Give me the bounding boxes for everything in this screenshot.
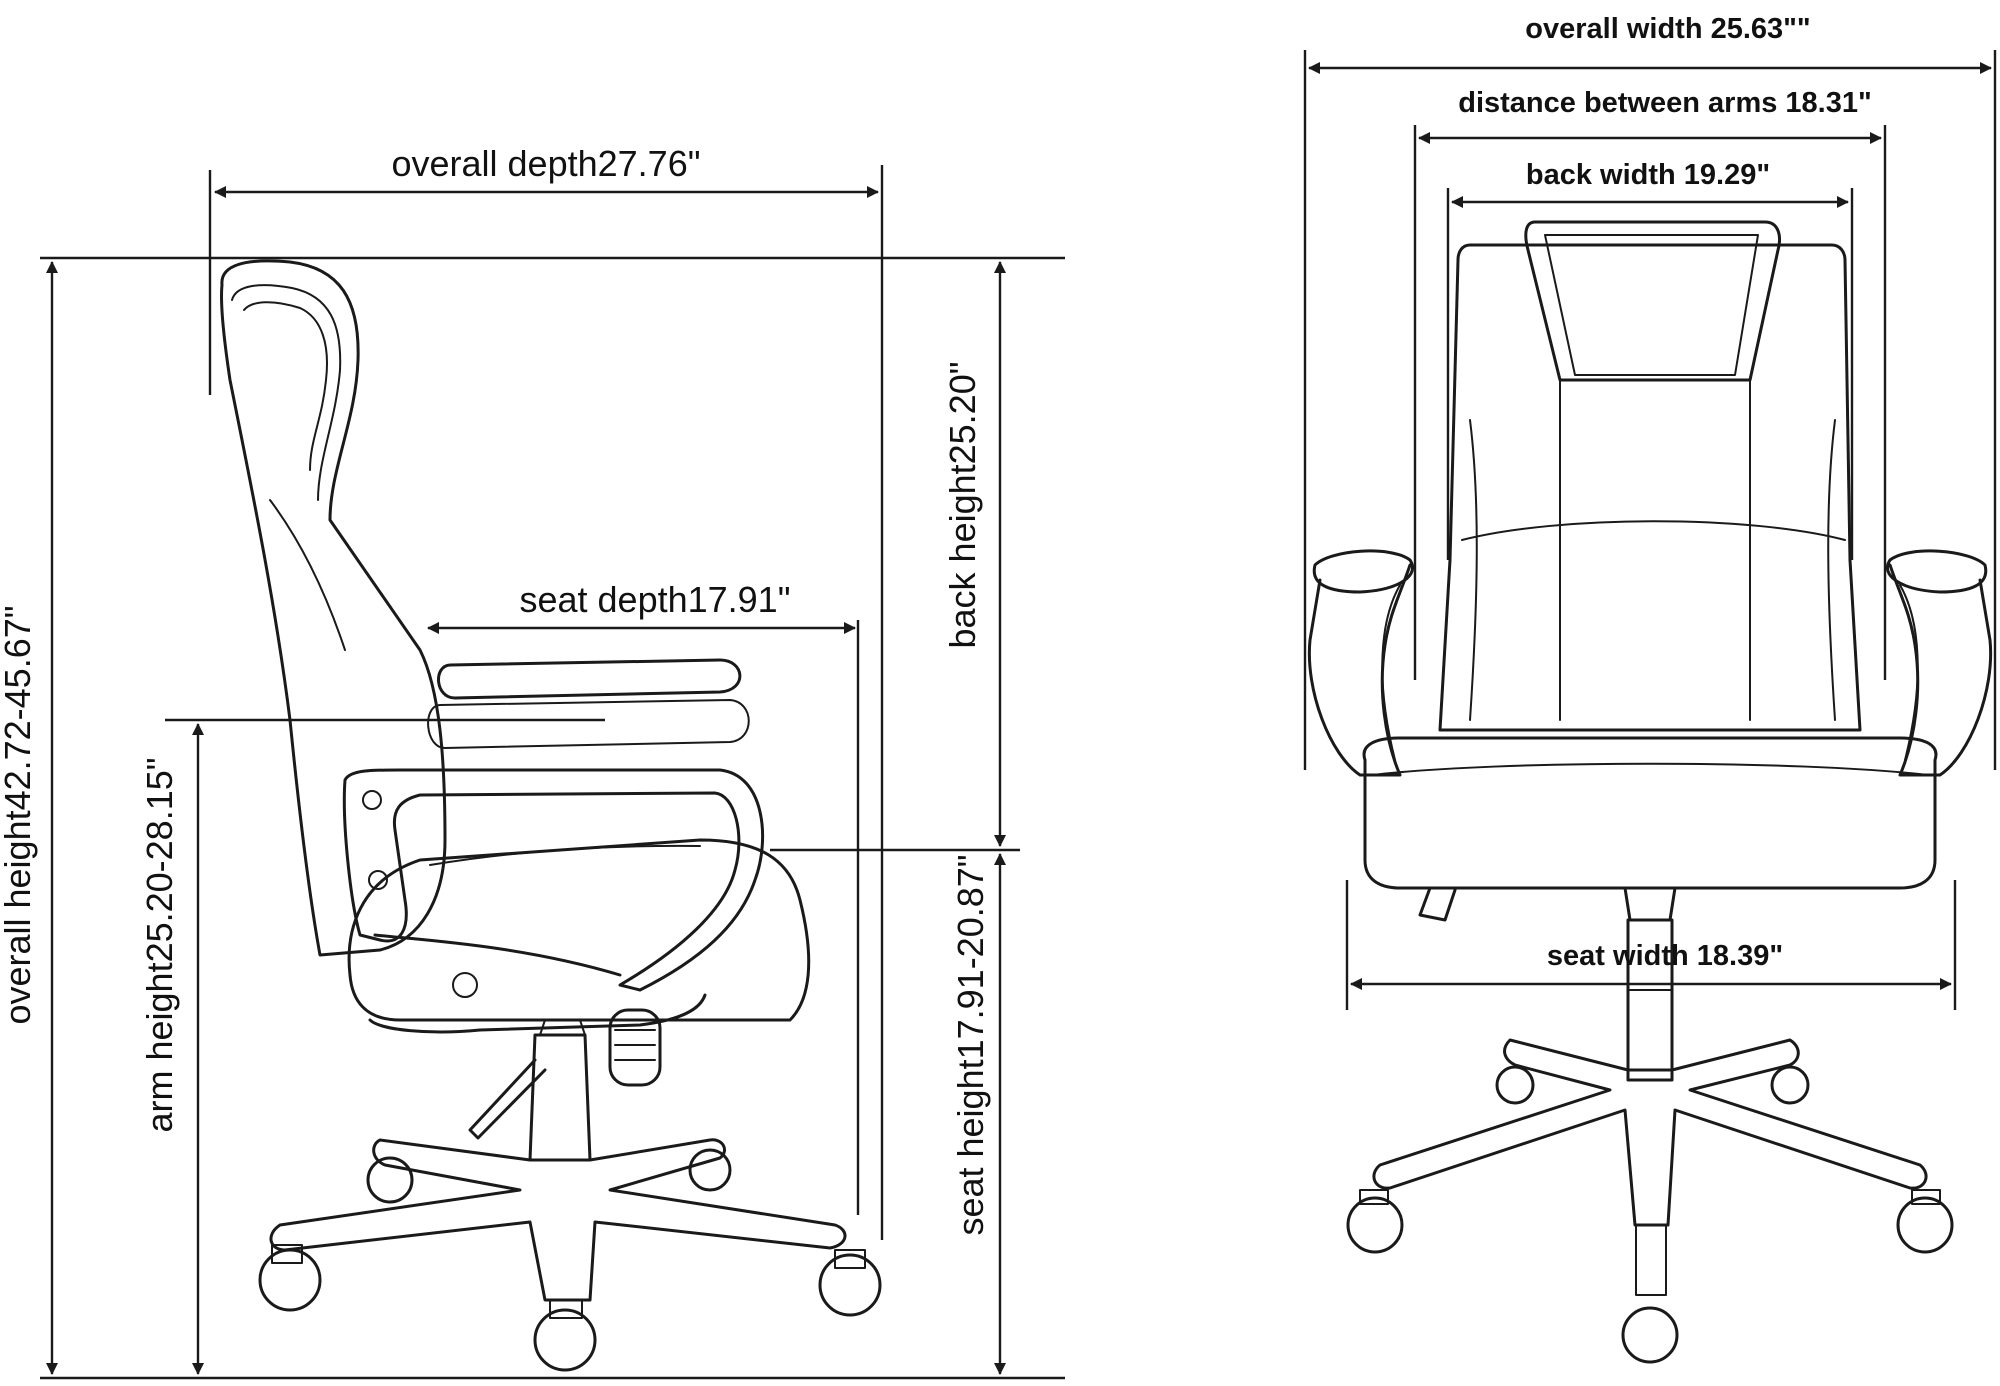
front-star-base — [1372, 1038, 1928, 1227]
side-tension-knob — [608, 1008, 662, 1087]
side-gas-cylinder-top — [539, 1019, 586, 1036]
side-height-lever — [468, 1058, 547, 1140]
front-headrest-inner — [1544, 234, 1759, 376]
side-mechanism-knob — [452, 972, 478, 998]
arm-height-label: arm height25.20-28.15" — [139, 757, 180, 1132]
front-gas-cylinder — [1626, 918, 1674, 1082]
seat-depth-label: seat depth17.91" — [519, 579, 790, 620]
side-gas-cylinder — [528, 1033, 592, 1162]
side-star-base — [269, 1138, 847, 1302]
seat-height-label: seat height17.91-20.87" — [950, 854, 991, 1235]
front-dimension-lines — [1303, 50, 1997, 1010]
front-seat-cushion — [1362, 736, 1938, 890]
distance-between-arms-label: distance between arms 18.31" — [1458, 87, 1872, 119]
side-arm-bolt-1 — [362, 790, 382, 810]
side-backrest-inner-2 — [243, 301, 328, 471]
front-armrest-right — [1886, 549, 1993, 777]
back-height-label: back height25.20" — [942, 362, 983, 649]
seat-width-label: seat width 18.39" — [1547, 940, 1783, 972]
front-back-side-left — [1469, 419, 1478, 721]
front-back-side-right — [1827, 419, 1836, 721]
side-seat-bolster — [429, 844, 701, 866]
side-backrest-inner-3 — [269, 499, 346, 651]
side-dimension-lines — [40, 165, 1065, 1380]
side-seat-cushion — [347, 838, 811, 1022]
front-armrest-left — [1307, 549, 1414, 777]
front-seat-front-edge — [1371, 762, 1929, 776]
front-view-chair — [1307, 220, 1993, 1364]
side-backrest-outline — [219, 259, 447, 957]
side-armrest-pad-2 — [427, 699, 750, 749]
overall-depth-label: overall depth27.76" — [391, 143, 700, 184]
front-paddle-lever — [1418, 886, 1457, 922]
side-armrest-frame — [342, 768, 765, 992]
side-backrest-inner-1 — [231, 284, 342, 501]
side-armrest-pad — [437, 658, 742, 700]
front-back-seam-mid — [1461, 520, 1846, 541]
side-arm-bolt-2 — [368, 870, 388, 890]
side-seat-base — [368, 993, 707, 1034]
overall-height-label: overall height42.72-45.67" — [0, 605, 38, 1024]
front-backrest-outline — [1438, 243, 1862, 732]
back-width-label: back width 19.29" — [1526, 159, 1770, 191]
side-view-chair — [219, 259, 882, 1372]
front-casters — [1346, 1065, 1954, 1364]
side-casters — [258, 1148, 882, 1372]
side-arm-lower-frame — [373, 933, 622, 977]
overall-width-label: overall width 25.63"" — [1525, 13, 1810, 45]
front-seat-mechanism — [1623, 886, 1677, 922]
